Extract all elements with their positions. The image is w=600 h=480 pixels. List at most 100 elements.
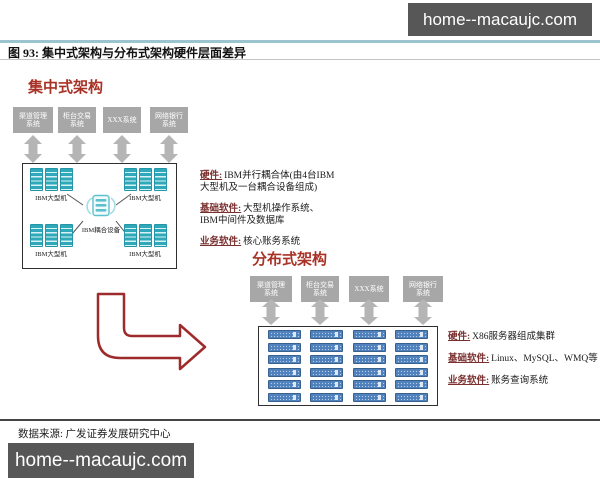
- double-arrow-icon: [262, 299, 280, 325]
- system-box-label: 系统: [264, 289, 278, 297]
- system-box-channel-mgmt: 渠道管理 系统: [13, 107, 53, 133]
- watermark-bottom: home--macaujc.com: [8, 443, 194, 478]
- system-box-net-bank: 网络银行 系统: [403, 276, 443, 302]
- system-box-net-bank: 网络银行 系统: [150, 107, 188, 133]
- mainframe-icon: [123, 224, 167, 247]
- mainframe-label: IBM大型机: [129, 251, 161, 258]
- note-label: 硬件:: [448, 332, 471, 342]
- note-hardware: 硬件:X86服务器组成集群: [448, 331, 598, 343]
- rack-server-icon: [268, 342, 302, 352]
- coupling-device-label: IBM耦合设备: [81, 227, 121, 234]
- mainframe-label: IBM大型机: [35, 195, 67, 202]
- note-text: 核心账务系统: [243, 237, 301, 247]
- mainframe-group: IBM大型机: [29, 168, 73, 202]
- system-box-xxx: XXX系统: [349, 276, 389, 302]
- system-box-label: XXX系统: [107, 115, 137, 124]
- system-box-xxx: XXX系统: [103, 107, 141, 133]
- rack-server-icon: [268, 330, 302, 340]
- mainframe-group: IBM大型机: [123, 168, 167, 202]
- note-label: 业务软件:: [448, 376, 490, 386]
- note-label: 基础软件:: [448, 354, 490, 364]
- note-business-software: 业务软件:核心账务系统: [200, 236, 412, 248]
- centralized-notes: 硬件:IBM并行耦合体(由4台IBM 大型机及一台耦合设备组成) 基础软件:大型…: [200, 170, 412, 257]
- note-base-software: 基础软件:Linux、MySQL、WMQ等: [448, 353, 598, 365]
- rack-server-icon: [310, 380, 344, 390]
- rack-server-icon: [310, 392, 344, 402]
- rack-server-icon: [268, 367, 302, 377]
- note-hardware: 硬件:IBM并行耦合体(由4台IBM 大型机及一台耦合设备组成): [200, 170, 412, 194]
- rack-server-icon: [394, 330, 428, 340]
- header-accent-line: [0, 40, 600, 43]
- mainframe-group: IBM大型机: [29, 224, 73, 258]
- double-arrow-icon: [160, 135, 178, 163]
- rack-server-icon: [310, 355, 344, 365]
- system-box-label: 系统: [313, 289, 327, 297]
- rack-server-icon: [352, 367, 386, 377]
- centralized-title: 集中式架构: [28, 80, 104, 96]
- rack-server-icon: [268, 380, 302, 390]
- rack-server-icon: [268, 355, 302, 365]
- mainframe-icon: [123, 168, 167, 191]
- system-box-label: 柜台交易: [306, 280, 334, 289]
- note-base-software: 基础软件:大型机操作系统、 IBM中间件及数据库: [200, 203, 412, 227]
- system-box-channel-mgmt: 渠道管理 系统: [250, 276, 292, 302]
- system-box-counter-trade: 柜台交易 系统: [58, 107, 96, 133]
- system-box-counter-trade: 柜台交易 系统: [301, 276, 339, 302]
- mainframe-label: IBM大型机: [35, 251, 67, 258]
- double-arrow-icon: [311, 299, 329, 325]
- rack-server-icon: [352, 342, 386, 352]
- watermark-top: home--macaujc.com: [408, 3, 592, 36]
- distributed-title: 分布式架构: [252, 252, 328, 268]
- figure-title: 图 93: 集中式架构与分布式架构硬件层面差异: [8, 46, 246, 60]
- double-arrow-icon: [360, 299, 378, 325]
- note-text: 账务查询系统: [491, 376, 549, 386]
- rack-server-icon: [352, 330, 386, 340]
- system-box-label: 系统: [70, 120, 84, 128]
- note-text: 大型机操作系统、 IBM中间件及数据库: [200, 204, 320, 226]
- system-box-label: 渠道管理: [19, 111, 47, 120]
- coupling-device: IBM耦合设备: [78, 193, 124, 234]
- note-text: X86服务器组成集群: [472, 332, 556, 342]
- double-arrow-icon: [113, 135, 131, 163]
- mainframe-group: IBM大型机: [123, 224, 167, 258]
- double-arrow-icon: [68, 135, 86, 163]
- system-box-label: 系统: [162, 120, 176, 128]
- rack-server-icon: [394, 380, 428, 390]
- rack-server-icon: [352, 380, 386, 390]
- rack-server-icon: [310, 342, 344, 352]
- transition-arrow-icon: [96, 292, 207, 371]
- rack-server-icon: [394, 342, 428, 352]
- centralized-diagram: IBM大型机 IBM大型机 IBM大型机 IBM大型机 IBM耦合设备: [22, 163, 177, 269]
- mainframe-icon: [29, 168, 73, 191]
- system-box-label: 系统: [416, 289, 430, 297]
- note-label: 基础软件:: [200, 204, 242, 214]
- rack-server-icon: [268, 392, 302, 402]
- rack-server-icon: [394, 367, 428, 377]
- system-box-label: 渠道管理: [257, 280, 285, 289]
- note-label: 业务软件:: [200, 237, 242, 247]
- note-text: Linux、MySQL、WMQ等: [491, 354, 598, 364]
- note-text: IBM并行耦合体(由4台IBM 大型机及一台耦合设备组成): [200, 171, 335, 193]
- coupling-device-icon: [86, 194, 116, 217]
- system-box-label: XXX系统: [354, 284, 384, 293]
- note-label: 硬件:: [200, 171, 223, 181]
- mainframe-label: IBM大型机: [129, 195, 161, 202]
- rack-server-icon: [352, 392, 386, 402]
- system-box-label: 柜台交易: [63, 111, 91, 120]
- rack-server-icon: [352, 355, 386, 365]
- data-source: 数据来源: 广发证券发展研究中心: [18, 429, 171, 440]
- rack-server-icon: [394, 355, 428, 365]
- rack-server-icon: [394, 392, 428, 402]
- rack-server-icon: [310, 367, 344, 377]
- distributed-notes: 硬件:X86服务器组成集群 基础软件:Linux、MySQL、WMQ等 业务软件…: [448, 331, 598, 397]
- system-box-label: 系统: [26, 120, 40, 128]
- note-business-software: 业务软件:账务查询系统: [448, 375, 598, 387]
- system-box-label: 网络银行: [155, 111, 183, 120]
- title-divider: [0, 59, 600, 60]
- rack-server-icon: [310, 330, 344, 340]
- double-arrow-icon: [24, 135, 42, 163]
- footer-divider: [0, 419, 600, 421]
- mainframe-icon: [29, 224, 73, 247]
- double-arrow-icon: [414, 299, 432, 325]
